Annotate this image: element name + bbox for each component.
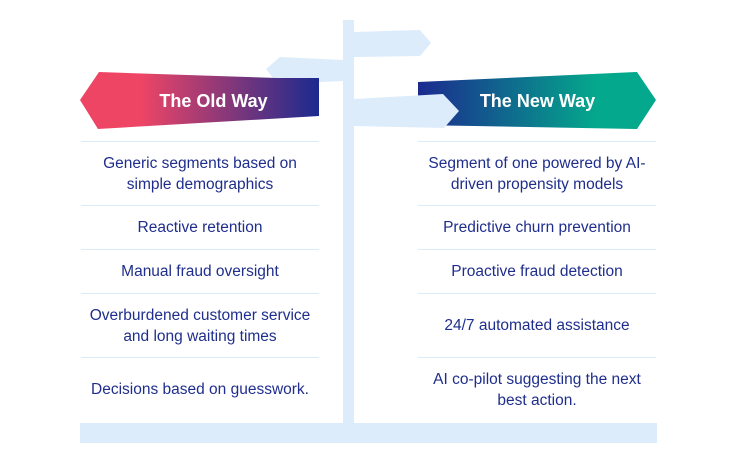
new-way-item: Predictive churn prevention: [418, 205, 656, 249]
sign-upper-left: [266, 57, 343, 84]
old-way-item: Manual fraud oversight: [81, 249, 319, 293]
old-way-item: Reactive retention: [81, 205, 319, 249]
new-way-item: Proactive fraud detection: [418, 249, 656, 293]
sign-top-right: [354, 30, 431, 57]
sign-lower-right: [354, 94, 459, 128]
old-way-title: The Old Way: [159, 91, 268, 111]
old-way-item: Decisions based on guesswork.: [81, 357, 319, 421]
old-way-list: Generic segments based on simple demogra…: [81, 141, 319, 421]
new-way-item: AI co-pilot suggesting the next best act…: [418, 357, 656, 421]
signpost-pole: [343, 20, 354, 424]
new-way-title: The New Way: [479, 91, 596, 111]
old-way-banner: [80, 72, 319, 129]
signpost-base: [80, 423, 657, 443]
new-way-banner: [418, 72, 656, 129]
new-way-item: 24/7 automated assistance: [418, 293, 656, 357]
new-way-list: Segment of one powered by AI-driven prop…: [418, 141, 656, 421]
new-way-item: Segment of one powered by AI-driven prop…: [418, 141, 656, 205]
old-way-item: Overburdened customer service and long w…: [81, 293, 319, 357]
old-way-item: Generic segments based on simple demogra…: [81, 141, 319, 205]
